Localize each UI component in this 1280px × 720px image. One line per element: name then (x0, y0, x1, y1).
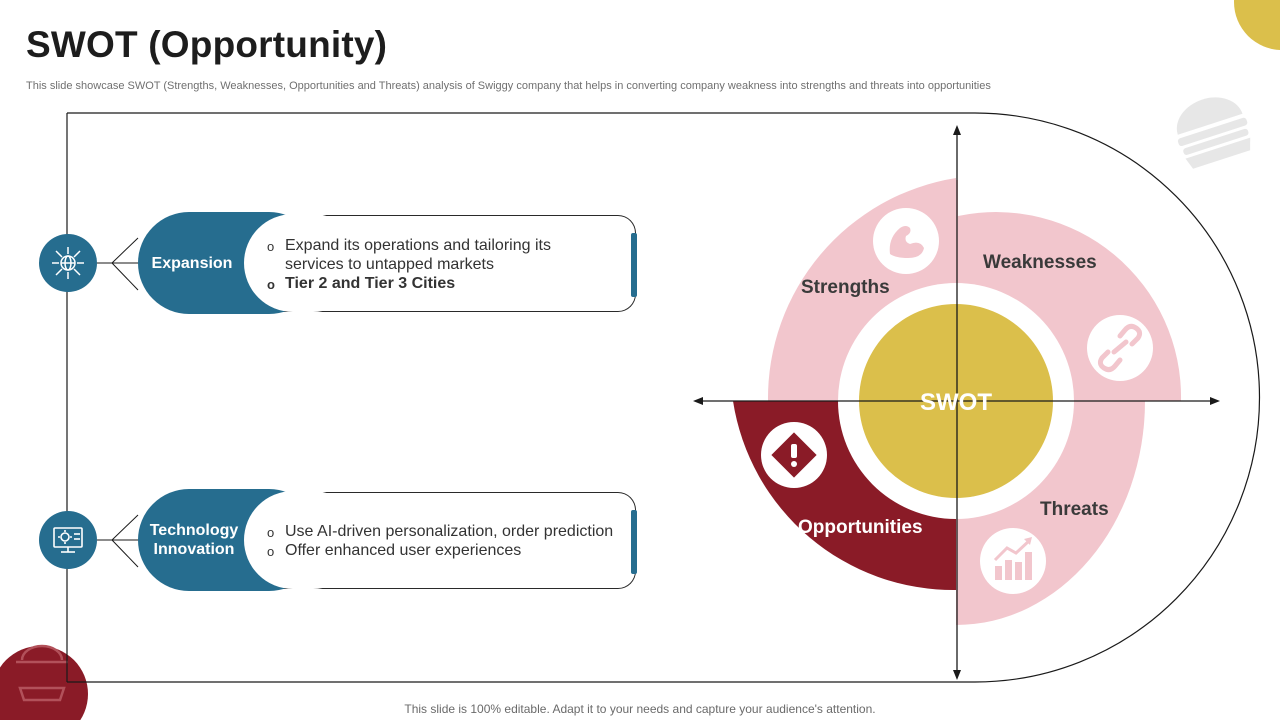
growth-chart-icon (980, 528, 1046, 594)
technology-bullets: Use AI-driven personalization, order pre… (267, 522, 627, 561)
footer-note: This slide is 100% editable. Adapt it to… (404, 702, 876, 716)
gear-monitor-icon (39, 511, 97, 569)
expansion-card-accent (631, 233, 637, 297)
list-item: Tier 2 and Tier 3 Cities (267, 274, 567, 294)
arrow-left (693, 397, 703, 405)
swot-axes (698, 130, 1216, 676)
strengths-label: Strengths (801, 277, 890, 298)
corner-red-circle (0, 646, 88, 720)
burger-icon (1176, 97, 1251, 169)
warning-sign-icon (761, 422, 827, 488)
expansion-bullets: Expand its operations and tailoring its … (267, 236, 567, 294)
list-item: Expand its operations and tailoring its … (267, 236, 567, 274)
weaknesses-label: Weaknesses (983, 252, 1097, 273)
food-dish-icon (16, 644, 68, 702)
swot-center-label: SWOT (920, 389, 992, 416)
muscle-arm-icon (873, 208, 939, 274)
expansion-label: Expansion (151, 254, 233, 272)
globe-network-icon (39, 234, 97, 292)
list-item: Use AI-driven personalization, order pre… (267, 522, 627, 542)
arrow-right (1210, 397, 1220, 405)
frame-arc (67, 112, 1261, 683)
broken-link-icon (1087, 315, 1153, 381)
page-subtitle: This slide showcase SWOT (Strengths, Wea… (26, 80, 991, 92)
list-item: Offer enhanced user experiences (267, 541, 627, 561)
corner-gold-circle (1234, 0, 1280, 50)
threats-label: Threats (1040, 499, 1109, 520)
arrow-up (953, 125, 961, 135)
technology-label: Technology Innovation (149, 522, 239, 558)
page-title: SWOT (Opportunity) (26, 24, 388, 65)
connector-technology (97, 514, 140, 568)
connector-expansion (97, 237, 140, 291)
arrow-down (953, 670, 961, 680)
opportunities-label: Opportunities (798, 517, 923, 538)
technology-card-accent (631, 510, 637, 574)
